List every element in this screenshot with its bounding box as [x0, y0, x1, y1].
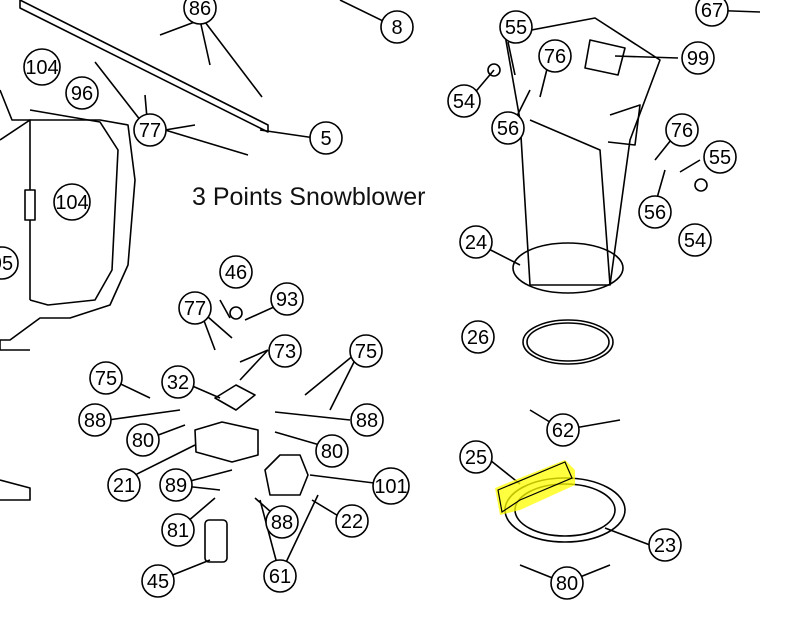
callout-label: 25 [465, 447, 487, 469]
callout-circle [648, 528, 682, 562]
callout-label: 77 [184, 298, 206, 320]
callout-circle [315, 434, 349, 468]
callout-circle [159, 468, 193, 502]
callout-label: 75 [95, 368, 117, 390]
callout-label: 88 [84, 410, 106, 432]
callout-label: 73 [274, 341, 296, 363]
callout-circle [107, 468, 141, 502]
gasket-ring [522, 319, 614, 365]
callout-circle [461, 320, 495, 354]
callout-circle [349, 334, 383, 368]
callout-circle [350, 403, 384, 437]
callout-circle [0, 246, 19, 280]
callout-label: 22 [341, 511, 363, 533]
callout-circle [89, 361, 123, 395]
rail-part [19, 0, 269, 133]
callout-label: 77 [139, 120, 161, 142]
callout-circle [703, 140, 737, 174]
callout-label: 95 [0, 253, 13, 275]
callout-label: 80 [132, 430, 154, 452]
callout-circle [268, 334, 302, 368]
callout-circle [183, 0, 217, 25]
callout-circle [546, 413, 580, 447]
callout-circle [491, 111, 525, 145]
callout-circle [78, 403, 112, 437]
callout-label: 54 [684, 230, 706, 252]
callout-circle [141, 564, 175, 598]
callout-label: 80 [556, 573, 578, 595]
callout-circle [309, 121, 343, 155]
callout-label: 32 [167, 372, 189, 394]
callout-label: 101 [374, 476, 407, 498]
chute-part [504, 17, 661, 286]
callout-circle [265, 505, 299, 539]
diagram-title: 3 Points Snowblower [192, 183, 426, 211]
callout-label: 46 [225, 262, 247, 284]
callout-label: 96 [71, 83, 93, 105]
callout-label: 76 [544, 46, 566, 68]
callout-circle [678, 223, 712, 257]
callout-label: 56 [644, 202, 666, 224]
callout-circle [538, 39, 572, 73]
callout-label: 104 [25, 57, 58, 79]
callout-circle [126, 423, 160, 457]
callout-circle [372, 467, 410, 505]
callout-label: 104 [55, 192, 88, 214]
callout-label: 55 [505, 17, 527, 39]
callout-circle [263, 559, 297, 593]
callout-circle [65, 76, 99, 110]
callout-circle [178, 291, 212, 325]
callout-label: 21 [113, 475, 135, 497]
callout-label: 76 [671, 120, 693, 142]
callout-label: 86 [189, 0, 211, 20]
callout-label: 61 [269, 566, 291, 588]
plate-32 [214, 384, 256, 411]
bracket-21 [194, 421, 259, 463]
callout-circle [681, 41, 715, 75]
callout-label: 89 [165, 475, 187, 497]
callout-label: 45 [147, 571, 169, 593]
gearbox-101 [264, 454, 309, 496]
callout-label: 24 [465, 232, 487, 254]
callout-circle [133, 113, 167, 147]
callout-circle [219, 255, 253, 289]
callout-circle [459, 225, 493, 259]
callout-circle [161, 513, 195, 547]
callout-label: 75 [355, 341, 377, 363]
callout-circle [638, 195, 672, 229]
callout-circle [53, 183, 91, 221]
callout-circle [447, 84, 481, 118]
callout-circle [665, 113, 699, 147]
callout-circle [695, 0, 729, 27]
callout-circle [459, 440, 493, 474]
callout-label: 23 [654, 535, 676, 557]
callout-label: 88 [271, 512, 293, 534]
callout-label: 26 [467, 327, 489, 349]
callout-circle [161, 365, 195, 399]
callout-label: 62 [552, 420, 574, 442]
callout-label: 54 [453, 91, 475, 113]
callout-circle [550, 566, 584, 600]
callout-circle [499, 10, 533, 44]
callout-label: 5 [320, 128, 331, 150]
callout-label: 8 [391, 17, 402, 39]
callout-label: 88 [356, 410, 378, 432]
callout-label: 81 [167, 520, 189, 542]
callout-circle [335, 504, 369, 538]
callout-label: 99 [687, 48, 709, 70]
callout-label: 67 [701, 0, 723, 22]
callout-label: 56 [497, 118, 519, 140]
callout-label: 55 [709, 147, 731, 169]
motor-45 [204, 519, 228, 563]
callout-label: 80 [321, 441, 343, 463]
callout-circle [380, 10, 414, 44]
callout-circle [23, 48, 61, 86]
highlight-25 [495, 460, 575, 515]
callout-circle [270, 282, 304, 316]
callout-label: 93 [276, 289, 298, 311]
